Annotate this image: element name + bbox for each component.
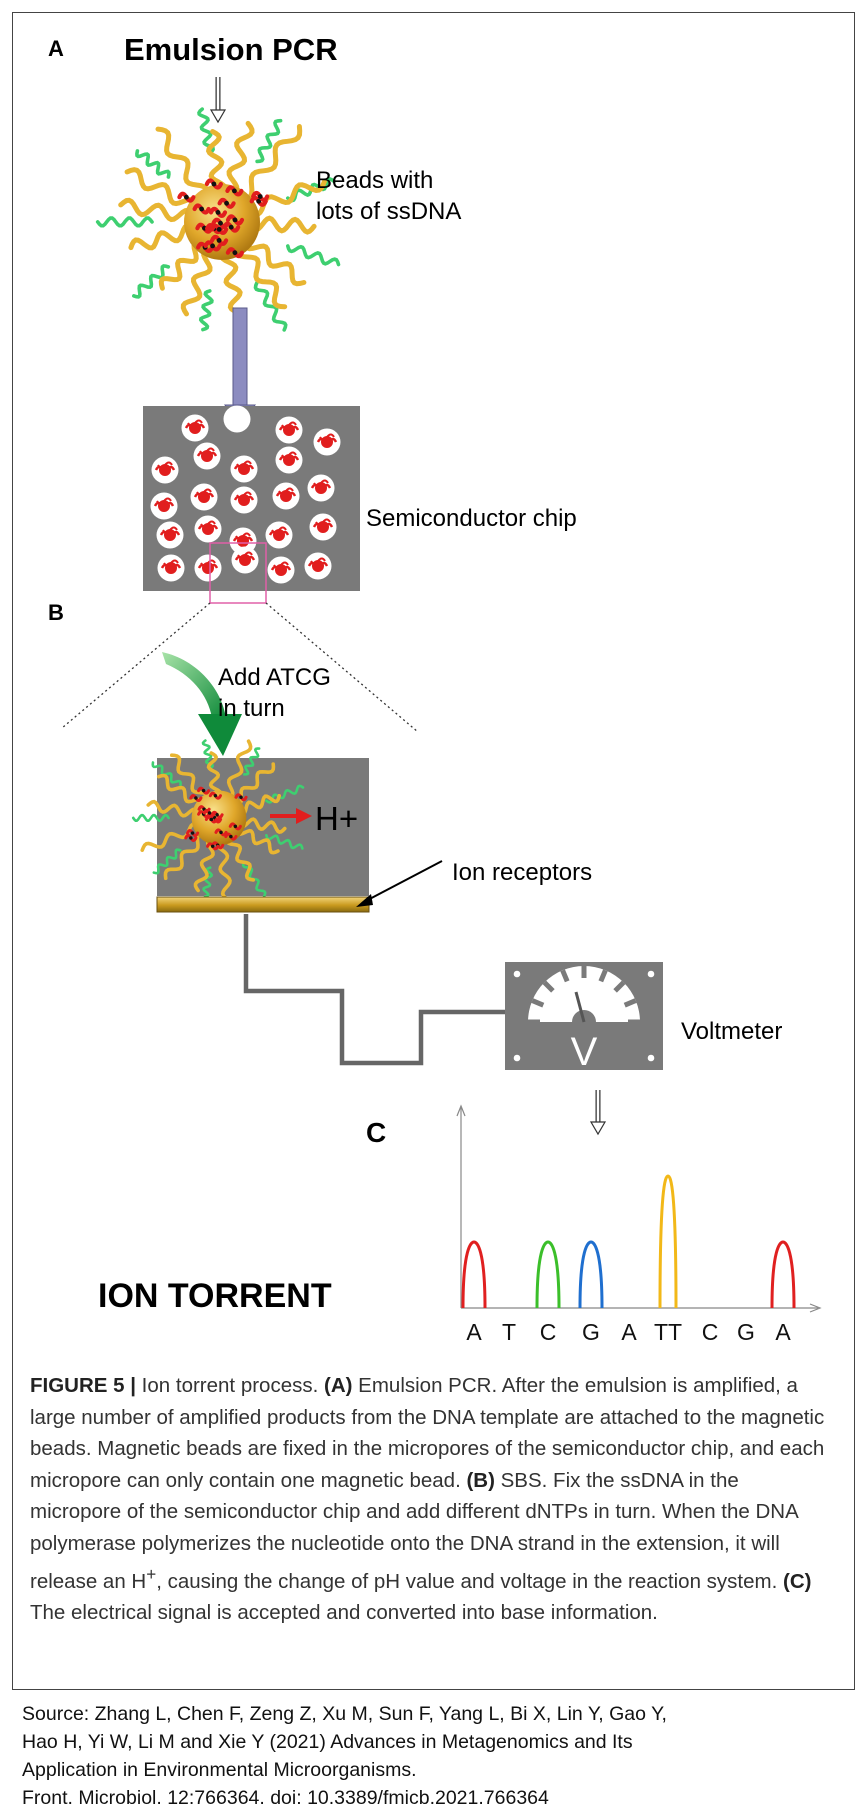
zoom-line-right <box>265 602 419 733</box>
micropore-well <box>230 455 258 483</box>
ion-receptors-label: Ion receptors <box>452 859 592 886</box>
base-label: C <box>702 1319 719 1345</box>
red-right-arrow-icon <box>270 808 312 824</box>
panel-b-label: B <box>48 600 64 625</box>
circuit-wire <box>243 914 505 1066</box>
chip-micropores <box>150 405 341 584</box>
panel-c-label: C <box>366 1117 386 1148</box>
micropore-well <box>194 554 222 582</box>
h-plus-label: H+ <box>315 800 358 837</box>
ion-torrent-title: ION TORRENT <box>98 1277 332 1315</box>
micropore-well <box>194 515 222 543</box>
micropore-well <box>272 482 300 510</box>
caption-b-text2: , causing the change of pH value and vol… <box>156 1569 783 1593</box>
add-atcg-line2: in turn <box>218 695 285 722</box>
voltmeter: V <box>505 962 663 1074</box>
caption-a-text: Emulsion PCR. After the emulsion is ampl… <box>30 1374 825 1492</box>
caption-c-tag: (C) <box>783 1569 812 1593</box>
micropore-well <box>181 414 209 442</box>
bead-in-micropore <box>131 739 305 902</box>
zoom-line-left <box>61 602 211 729</box>
caption-a-tag: (A) <box>324 1374 353 1397</box>
micropore-well <box>150 492 178 520</box>
chromatogram-peak <box>461 1240 487 1309</box>
semiconductor-chip-label: Semiconductor chip <box>366 505 577 532</box>
micropore-well <box>190 483 218 511</box>
micropore-well <box>307 474 335 502</box>
micropore-well <box>223 405 251 433</box>
beads-label-line2: lots of ssDNA <box>316 198 461 225</box>
add-atcg-line1: Add ATCG <box>218 664 331 691</box>
micropore-well <box>230 486 258 514</box>
micropore-well <box>193 442 221 470</box>
emulsion-pcr-title: Emulsion PCR <box>124 32 338 67</box>
micropore-well <box>313 428 341 456</box>
base-label: A <box>621 1319 637 1345</box>
micropore-well <box>275 446 303 474</box>
ion-torrent-diagram: A B C Emulsion PCR Beads with lots of ss… <box>48 32 822 1345</box>
figure-caption: FIGURE 5 | Ion torrent process. (A) Emul… <box>30 1370 835 1629</box>
down-arrow-small-icon <box>209 77 227 124</box>
micropore-well <box>157 554 185 582</box>
source-citation: Source: Zhang L, Chen F, Zeng Z, Xu M, S… <box>22 1700 857 1812</box>
micropore-well <box>304 552 332 580</box>
caption-b-tag: (B) <box>466 1468 495 1492</box>
beads-label-line1: Beads with <box>316 167 433 194</box>
source-line-2: Hao H, Yi W, Li M and Xie Y (2021) Advan… <box>22 1731 633 1753</box>
source-line-4: Front. Microbiol. 12:766364. doi: 10.338… <box>22 1787 549 1809</box>
caption-c-text: The electrical signal is accepted and co… <box>30 1601 658 1625</box>
chromatogram-peak <box>770 1240 796 1309</box>
base-label: T <box>502 1319 516 1345</box>
caption-b-sup: + <box>146 1565 157 1584</box>
base-label: G <box>582 1319 600 1345</box>
chart-x-axis-arrowhead <box>809 1303 822 1313</box>
green-curved-arrow-icon <box>162 652 242 756</box>
bead-with-ssdna <box>95 107 341 332</box>
micropore-well <box>151 456 179 484</box>
source-line-1: Source: Zhang L, Chen F, Zeng Z, Xu M, S… <box>22 1703 667 1725</box>
panel-a-label: A <box>48 36 64 61</box>
caption-b-text: SBS. Fix the ssDNA in the micropore of t… <box>30 1468 798 1593</box>
base-label: TT <box>654 1319 682 1345</box>
micropore-well <box>231 546 259 574</box>
micropore-well <box>156 521 184 549</box>
figure-frame <box>12 12 855 1690</box>
caption-figure-label: FIGURE 5 | <box>30 1374 136 1397</box>
chromatogram-peak <box>578 1240 604 1309</box>
chromatogram-peak <box>535 1240 561 1309</box>
base-label: C <box>540 1319 557 1345</box>
micropore-well <box>265 521 293 549</box>
micropore-well <box>267 556 295 584</box>
down-arrow-voltmeter-icon <box>589 1090 607 1136</box>
voltmeter-symbol: V <box>571 1030 598 1074</box>
zoom-region-box <box>209 542 267 604</box>
pointer-arrow-icon <box>356 860 443 907</box>
chromatogram-peak <box>658 1174 678 1309</box>
base-label: A <box>775 1319 791 1345</box>
voltmeter-label: Voltmeter <box>681 1018 782 1045</box>
micropore-well <box>275 416 303 444</box>
source-line-3: Application in Environmental Microorgani… <box>22 1759 417 1781</box>
chart-y-axis-arrowhead <box>456 1104 466 1117</box>
base-label: G <box>737 1319 755 1345</box>
base-label: A <box>466 1319 482 1345</box>
ion-receptor-strip <box>156 896 370 913</box>
micropore-well <box>309 513 337 541</box>
caption-intro: Ion torrent process. <box>135 1374 324 1397</box>
